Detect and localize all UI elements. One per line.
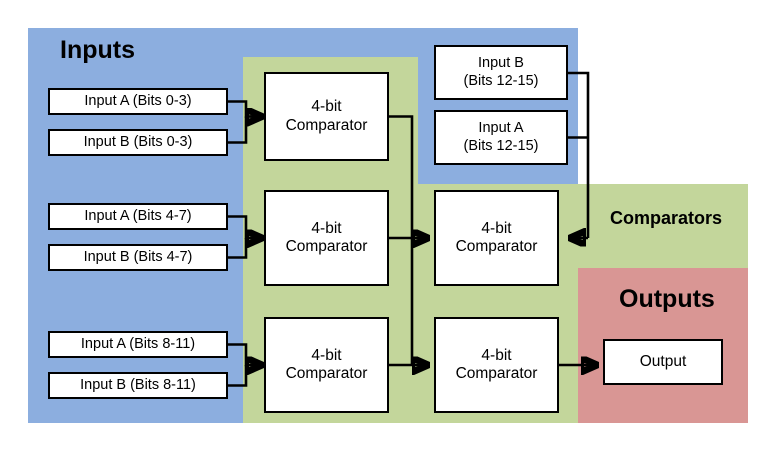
input-box-label-line2: (Bits 12-15) (463, 72, 539, 89)
output-box[interactable]: Output (603, 339, 723, 385)
region-comparators-right (578, 184, 748, 268)
input-box-a-bits-12-15[interactable]: Input A (Bits 12-15) (434, 110, 568, 165)
input-box-label-line1: Input A (478, 120, 524, 137)
input-box-b-bits-8-11[interactable]: Input B (Bits 8-11) (48, 372, 228, 399)
input-box-label-line2: (Bits 12-15) (463, 137, 539, 154)
comparator-label-line2: Comparator (455, 238, 538, 255)
comparator-box-4[interactable]: 4-bit Comparator (434, 190, 559, 286)
comparator-label-line1: 4-bit (311, 98, 342, 116)
comparator-label-line2: Comparator (455, 365, 538, 382)
input-box-label: Input B (Bits 8-11) (80, 376, 196, 393)
input-box-b-bits-4-7[interactable]: Input B (Bits 4-7) (48, 244, 228, 271)
input-box-label: Input B (Bits 4-7) (83, 248, 193, 265)
input-box-label: Input A (Bits 8-11) (80, 335, 196, 352)
region-title-outputs: Outputs (619, 285, 715, 313)
input-box-a-bits-8-11[interactable]: Input A (Bits 8-11) (48, 331, 228, 358)
comparator-box-1[interactable]: 4-bit Comparator (264, 72, 389, 161)
comparator-label-line1: 4-bit (311, 219, 342, 237)
input-box-b-bits-12-15[interactable]: Input B (Bits 12-15) (434, 45, 568, 100)
input-box-label: Input A (Bits 4-7) (84, 207, 192, 224)
input-box-a-bits-0-3[interactable]: Input A (Bits 0-3) (48, 88, 228, 115)
input-box-b-bits-0-3[interactable]: Input B (Bits 0-3) (48, 129, 228, 156)
comparator-label-line1: 4-bit (481, 219, 512, 237)
region-title-comparators: Comparators (610, 208, 723, 228)
input-box-label: Input B (Bits 0-3) (83, 133, 193, 150)
comparator-box-2[interactable]: 4-bit Comparator (264, 190, 389, 286)
comparator-label-line2: Comparator (285, 116, 368, 134)
comparator-box-5[interactable]: 4-bit Comparator (434, 317, 559, 413)
input-box-label: Input A (Bits 0-3) (84, 92, 192, 109)
comparator-label-line1: 4-bit (481, 346, 512, 364)
comparator-label-line2: Comparator (285, 238, 368, 255)
input-box-label-line1: Input B (478, 55, 524, 72)
region-title-inputs: Inputs (60, 36, 135, 64)
comparator-box-3[interactable]: 4-bit Comparator (264, 317, 389, 413)
comparator-label-line1: 4-bit (311, 346, 342, 364)
input-box-a-bits-4-7[interactable]: Input A (Bits 4-7) (48, 203, 228, 230)
comparator-label-line2: Comparator (285, 365, 368, 382)
output-box-label: Output (639, 352, 687, 370)
